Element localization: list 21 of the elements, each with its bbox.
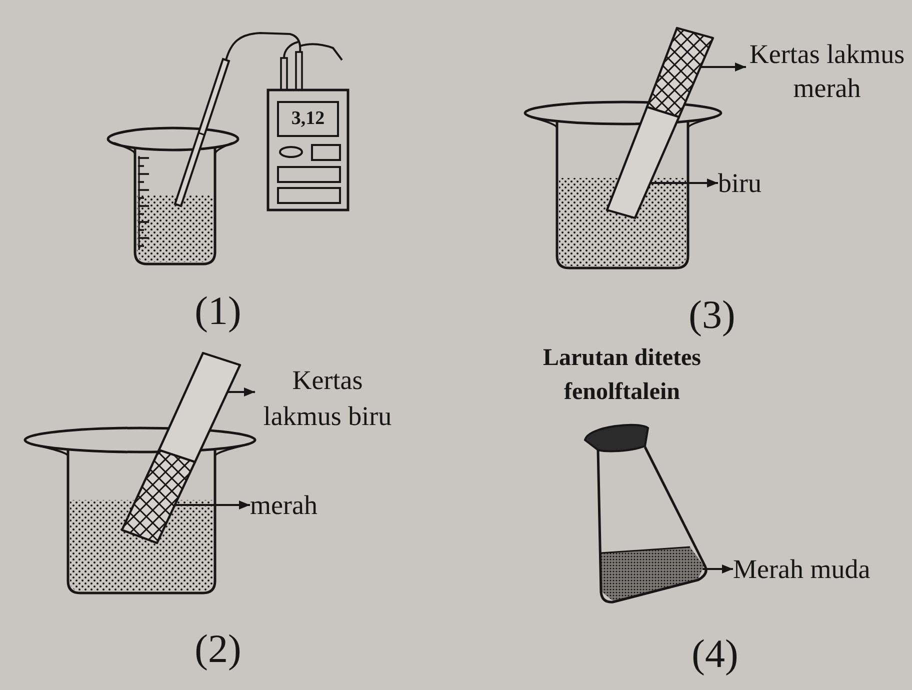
figure-number: (4) xyxy=(692,633,738,675)
meter-reading: 3,12 xyxy=(291,107,325,131)
paper-strip xyxy=(606,106,680,220)
leader-arrow xyxy=(700,62,746,72)
leader-arrow xyxy=(702,564,733,574)
callout-label: Kertas lakmus merah xyxy=(746,37,908,105)
leader-arrow xyxy=(650,178,718,188)
paper-strip xyxy=(646,26,714,118)
caption-text: Larutan ditetes fenolftalein xyxy=(542,344,702,407)
figure-number: (1) xyxy=(194,290,242,332)
leader-arrow xyxy=(174,500,250,510)
callout-label: biru xyxy=(718,166,762,200)
paper-strip xyxy=(120,448,196,544)
callout-label: merah xyxy=(250,488,318,522)
leader-arrow xyxy=(228,388,255,396)
paper-strip xyxy=(158,352,242,464)
liquid-fill xyxy=(601,547,704,601)
callout-label: Kertas lakmus biru xyxy=(255,362,400,434)
callout-label: Merah muda xyxy=(733,552,870,586)
figure-number: (3) xyxy=(688,294,736,336)
figure-number: (2) xyxy=(194,628,242,670)
